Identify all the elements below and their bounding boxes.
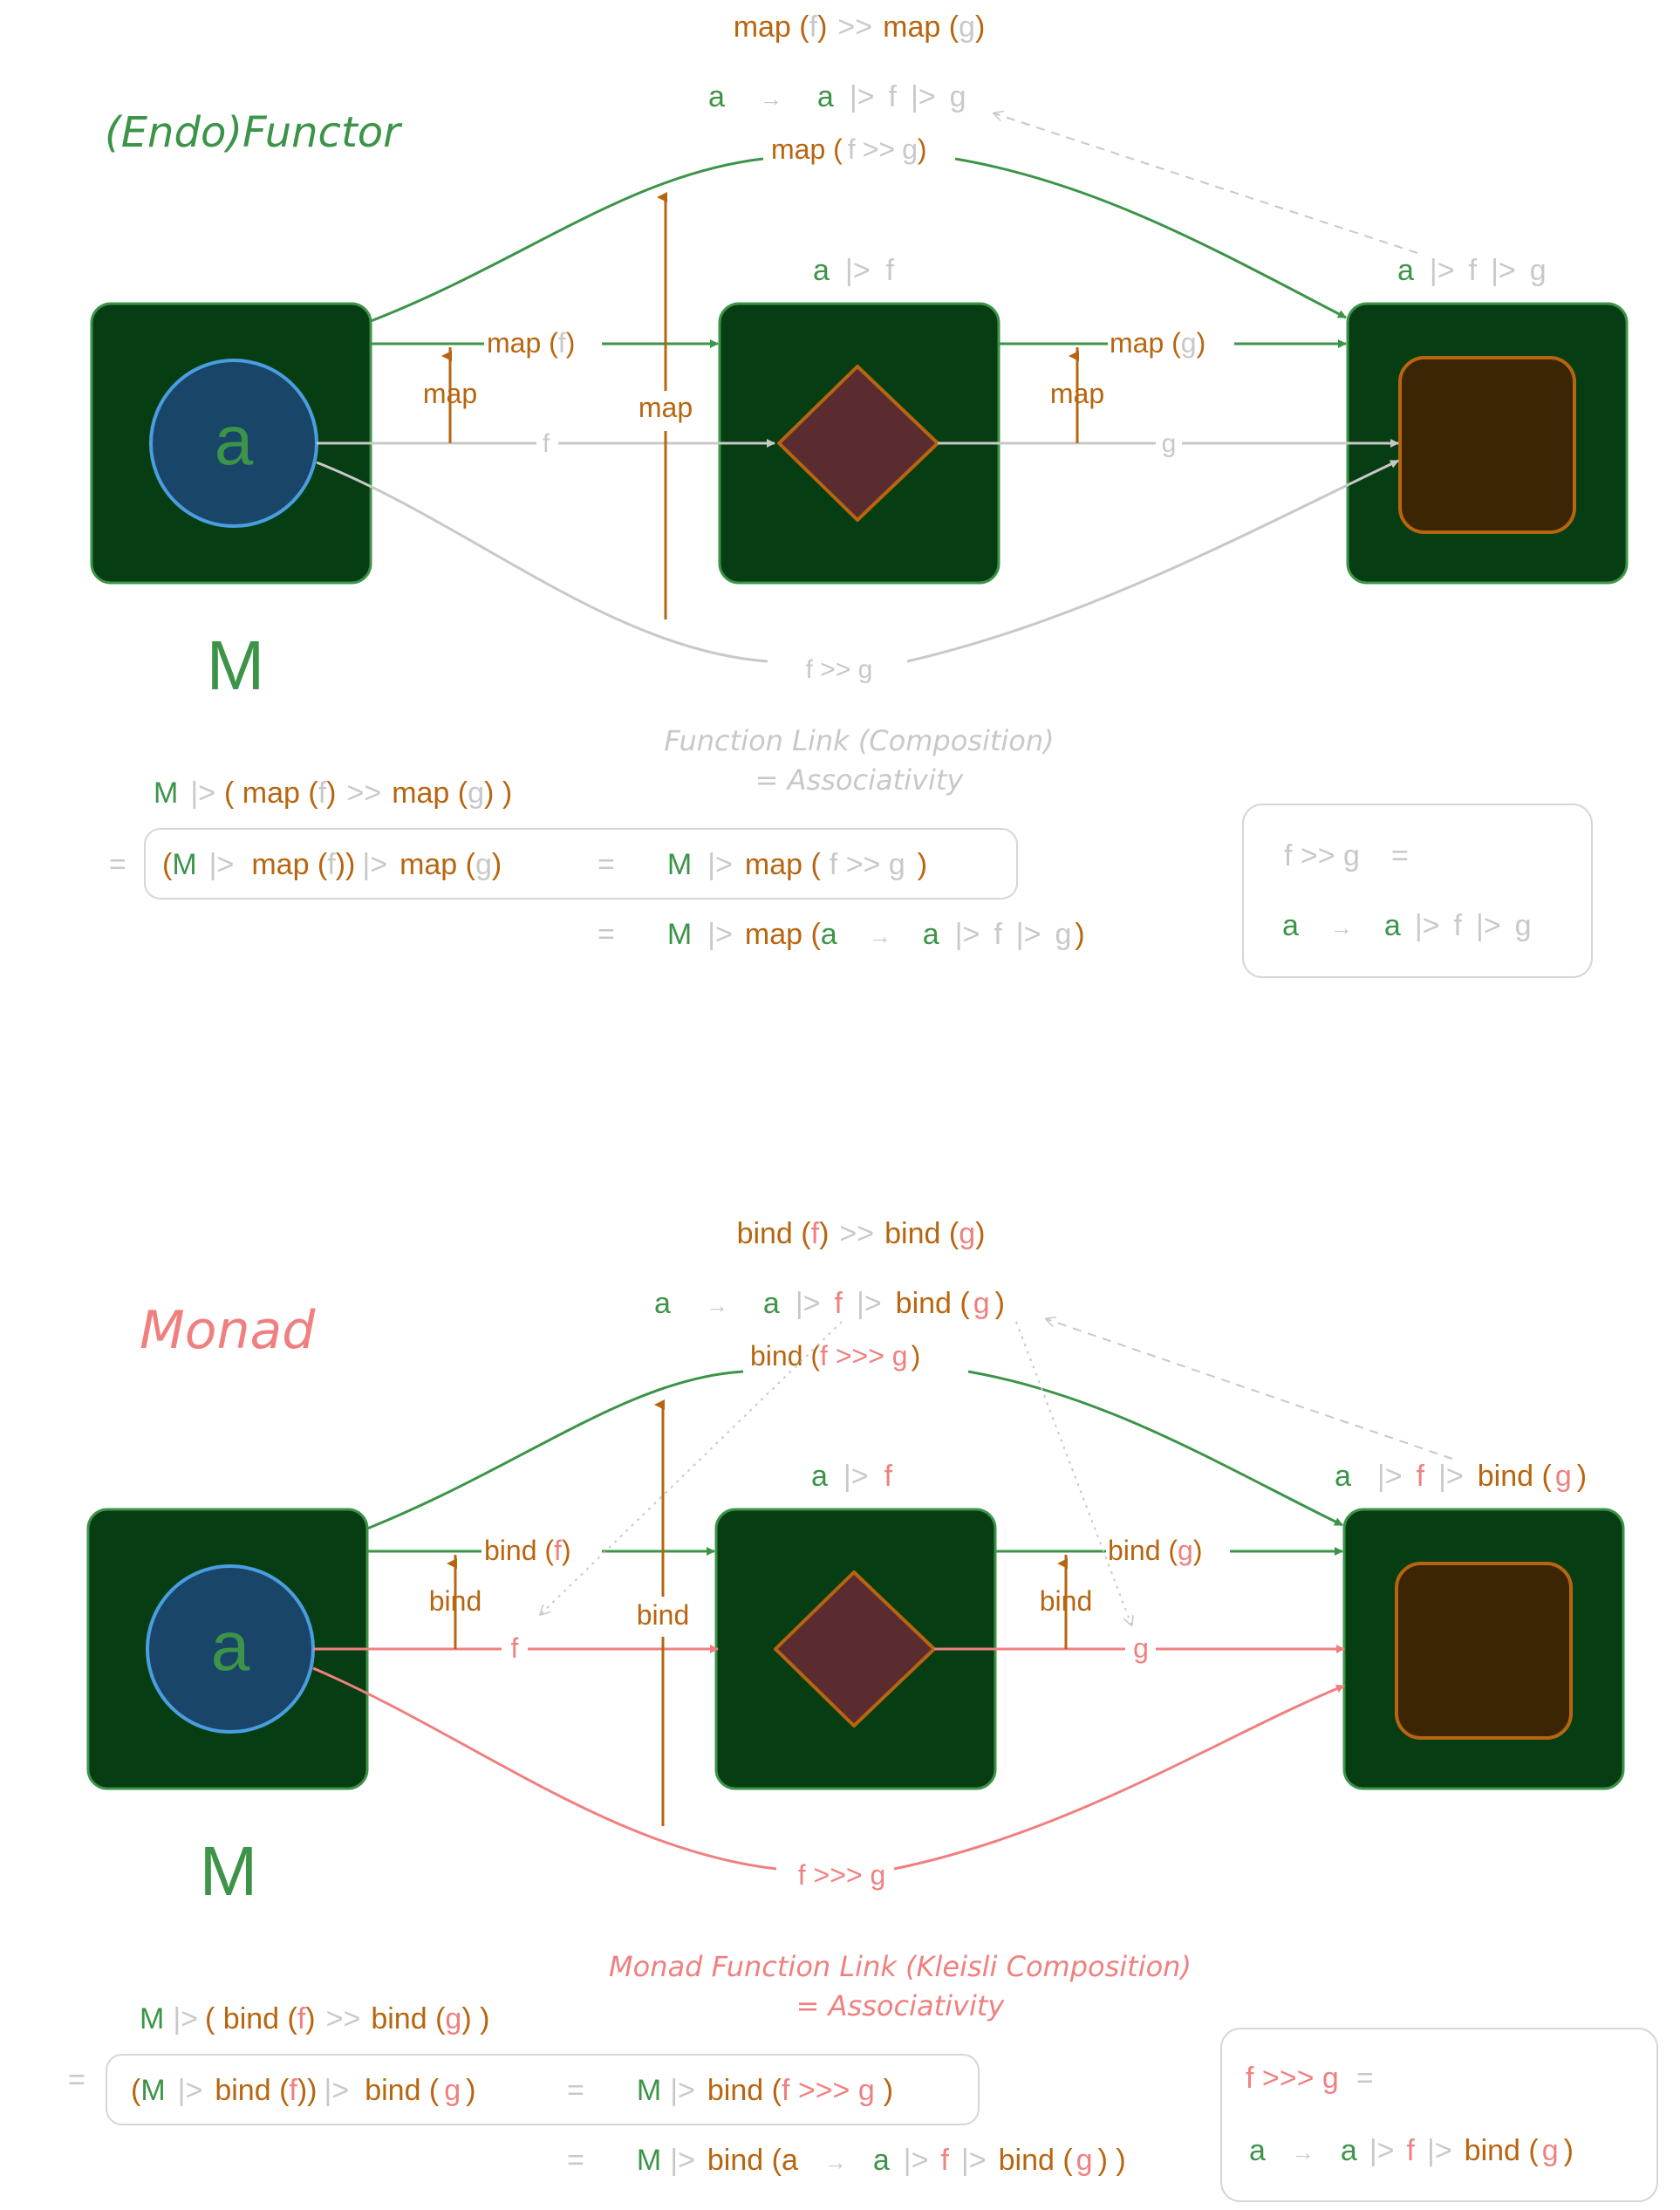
equation-line-3: =M|>bind (a→a|>f|>bind (g) )	[567, 2144, 1126, 2177]
middle-label: a|>f	[811, 1460, 893, 1493]
bind-comp-label: bind (f >>> g)	[750, 1340, 920, 1372]
caption-line2: = Associativity	[796, 1989, 1006, 2022]
g-label: g	[1133, 1632, 1149, 1664]
lift-label-f: map	[423, 378, 477, 409]
equation-box	[144, 828, 1018, 900]
caption-line2: = Associativity	[755, 763, 965, 797]
f-label: f	[543, 429, 550, 458]
functor-title: (Endo)Functor	[105, 108, 403, 157]
square-shape	[1398, 356, 1576, 534]
container-label: M	[200, 1832, 258, 1910]
comp-curve-right	[893, 1684, 1345, 1871]
f-label: f	[511, 1632, 519, 1664]
functor-section: (Endo)Functor a M f g f >> g map (f) map…	[90, 10, 1629, 978]
lambda-line: a→a|>f|>bind (g)	[654, 1287, 1005, 1320]
map-comp-curve-right	[954, 157, 1347, 319]
center-lift-label: bind	[637, 1599, 690, 1631]
g-label: g	[1162, 429, 1177, 458]
lift-label-g: map	[1050, 378, 1104, 409]
comp-curve-left	[316, 461, 768, 663]
equation-line-1: M|>( bind (f)>>bind (g) )	[140, 2002, 489, 2036]
bind-comp-curve-right	[967, 1370, 1343, 1527]
equation-line-2: (M|>bind (f))|>bind (g)	[131, 2074, 476, 2107]
equation-line-3: =M|>map (a→a|>f|>g)	[598, 918, 1085, 951]
comp-label: f >> g	[806, 655, 873, 684]
lift-label-f: bind	[429, 1585, 482, 1617]
dotted-pointer-g	[1015, 1321, 1131, 1625]
dashed-pointer	[994, 113, 1418, 254]
dashed-pointer-lambda	[1047, 1319, 1453, 1460]
caption-line1: Function Link (Composition)	[664, 724, 1054, 757]
monad-title: Monad	[140, 1300, 316, 1361]
definition-line-2: a→a|>f|>bind (g)	[1249, 2134, 1574, 2167]
top-formula: bind (f)>>bind (g)	[737, 1217, 986, 1250]
equation-line-2-right: =M|>map (f >> g)	[598, 848, 927, 881]
value-label: a	[211, 1607, 250, 1685]
comp-curve-right	[906, 459, 1399, 663]
definition-line-1: f >> g=	[1284, 839, 1409, 872]
equation-eq-left: =	[68, 2063, 85, 2097]
right-label: a|>f|>bind (g)	[1335, 1460, 1587, 1493]
center-lift-label: map	[639, 392, 693, 423]
map-comp-curve-left	[370, 157, 764, 323]
definition-line-1: f >>> g=	[1246, 2062, 1374, 2095]
lift-label-g: bind	[1040, 1585, 1093, 1617]
bind-comp-curve-left	[366, 1370, 744, 1530]
equation-box	[106, 2054, 980, 2125]
bind-f-label: bind (f)	[484, 1535, 571, 1566]
comp-label: f >>> g	[798, 1859, 886, 1891]
definition-box	[1242, 804, 1593, 978]
equation-line-2-right: =M|>bind (f >>> g)	[567, 2074, 893, 2107]
square-shape	[1395, 1562, 1573, 1740]
middle-label: a|>f	[813, 254, 895, 287]
diamond-shape	[777, 365, 939, 522]
equation-line-1: M|>( map (f)>>map (g) )	[154, 777, 512, 810]
map-f-label: map (f)	[487, 327, 575, 359]
equation-line-2: (M|>map (f))|>map (g)	[162, 848, 502, 881]
definition-line-2: a→a|>f|>g	[1282, 909, 1532, 942]
top-formula: map (f)>>map (g)	[734, 10, 986, 44]
monad-section: Monad a M f g f >>> g bind (f) bind (g) …	[68, 1217, 1658, 2202]
caption-line1: Monad Function Link (Kleisli Composition…	[609, 1950, 1192, 1983]
value-label: a	[215, 401, 254, 479]
container-label: M	[207, 626, 265, 704]
diamond-shape	[774, 1570, 936, 1728]
bind-g-label: bind (g)	[1108, 1535, 1203, 1566]
lambda-line: a→a|>f|>g	[708, 80, 966, 113]
map-comp-label: map (f>>g)	[771, 133, 927, 165]
map-g-label: map (g)	[1110, 327, 1205, 359]
right-label: a|>f|>g	[1397, 254, 1547, 287]
comp-curve-left	[312, 1666, 777, 1871]
definition-box	[1220, 2028, 1658, 2202]
equation-eq-left: =	[109, 848, 126, 881]
